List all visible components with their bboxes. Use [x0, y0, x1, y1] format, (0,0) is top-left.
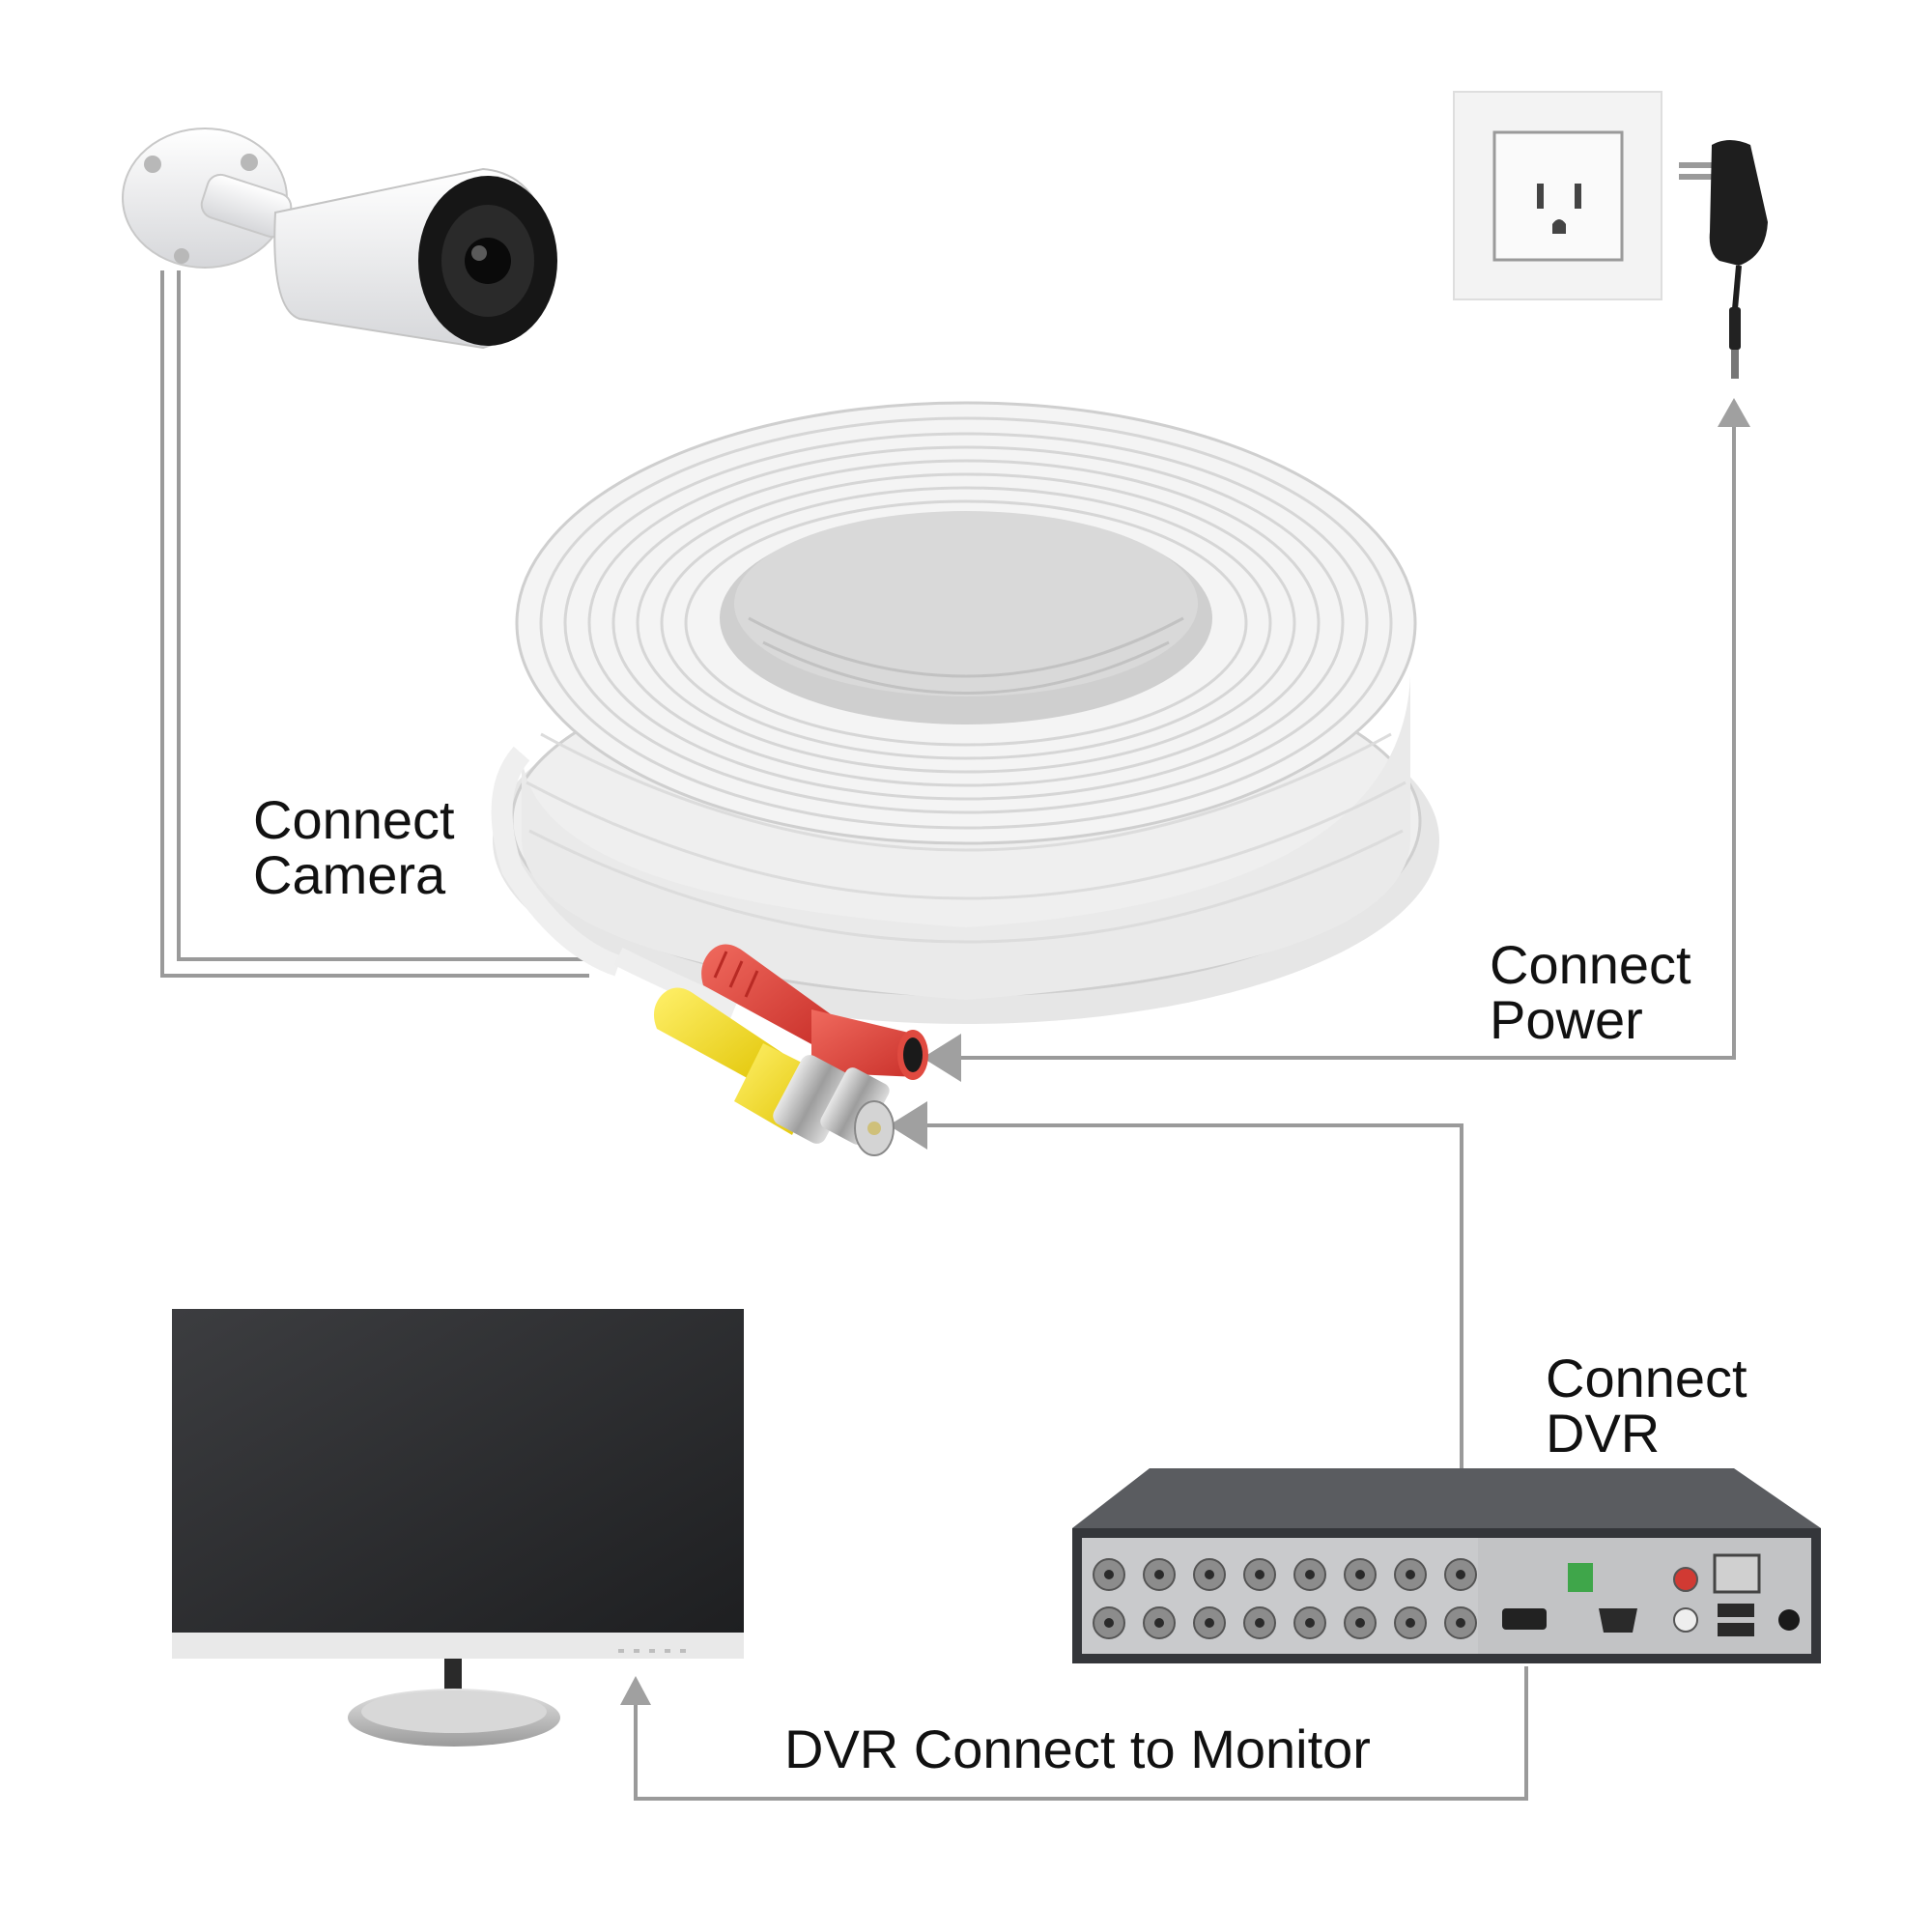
dvr-to-monitor-label: DVR Connect to Monitor: [784, 1719, 1371, 1779]
dvr-recorder-icon: [1072, 1468, 1821, 1663]
monitor-icon: [172, 1309, 744, 1747]
video-arrow-left-icon: [889, 1101, 927, 1150]
svg-text:DVR: DVR: [1546, 1403, 1660, 1463]
svg-text:Power: Power: [1490, 989, 1643, 1050]
svg-text:Connect: Connect: [253, 789, 455, 850]
monitor-arrow-up-icon: [620, 1676, 651, 1705]
connect-camera-label: Connect Camera: [253, 789, 455, 905]
bullet-camera-icon: [122, 128, 557, 350]
power-adapter-icon: [1679, 140, 1768, 379]
power-connector-line: [923, 398, 1750, 1082]
svg-text:Connect: Connect: [1490, 934, 1691, 995]
coax-cable-coil: [491, 401, 1439, 1024]
camera-connector-line: [160, 270, 589, 978]
svg-text:Camera: Camera: [253, 844, 446, 905]
dvr-connector-line: [889, 1101, 1463, 1570]
svg-text:Connect: Connect: [1546, 1348, 1747, 1408]
power-arrow-left-icon: [923, 1034, 961, 1082]
wall-outlet-icon: [1453, 91, 1662, 300]
connect-dvr-label: Connect DVR: [1546, 1348, 1747, 1463]
dc-power-plug: [701, 944, 928, 1080]
power-arrow-up-icon: [1718, 398, 1750, 427]
bnc-video-plug: [653, 987, 895, 1156]
monitor-connector-line: [620, 1666, 1528, 1801]
connect-power-label: Connect Power: [1490, 934, 1691, 1050]
